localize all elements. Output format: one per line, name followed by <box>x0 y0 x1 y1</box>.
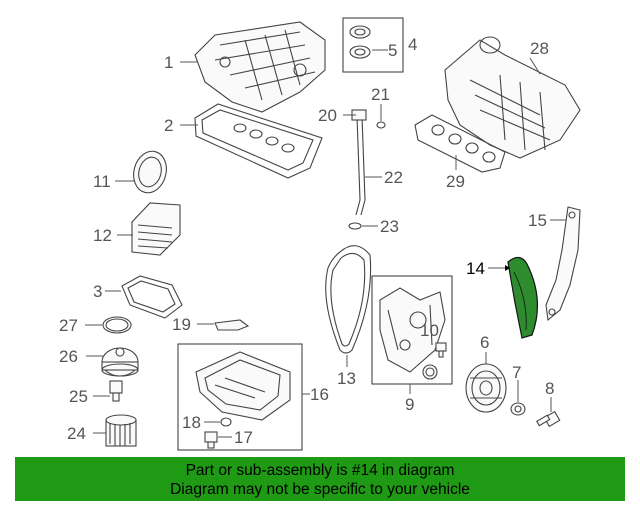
part-12-oil-cooler <box>131 202 181 256</box>
part-6-crank-pulley <box>465 363 507 413</box>
part-11-seal <box>133 150 167 194</box>
label-18: 18 <box>182 413 201 432</box>
part-17-drain-plug <box>204 431 218 449</box>
label-1: 1 <box>164 53 173 72</box>
label-27: 27 <box>59 316 78 335</box>
part-25-pressure-switch <box>109 380 123 402</box>
label-24: 24 <box>67 424 86 443</box>
part-2-cover-gasket <box>194 103 323 179</box>
part-26-filter-housing <box>101 347 139 377</box>
label-29: 29 <box>446 172 465 191</box>
label-17: 17 <box>234 428 253 447</box>
label-15: 15 <box>528 211 547 230</box>
part-13-timing-chain <box>325 245 372 354</box>
part-14-chain-guide-highlighted <box>507 256 539 339</box>
label-4: 4 <box>408 35 417 54</box>
label-14: 14 <box>466 259 485 278</box>
part-27-o-ring <box>102 316 132 334</box>
part-3-gasket <box>121 275 183 319</box>
part-13-inner <box>330 252 366 347</box>
part-15-tensioner-arm <box>545 206 581 322</box>
part-10-seal <box>422 364 438 380</box>
label-13: 13 <box>337 369 356 388</box>
part-22-dipstick-tube <box>351 109 367 216</box>
part-28-intake-manifold <box>444 36 581 159</box>
leader-14-arrow <box>505 265 510 271</box>
label-21: 21 <box>371 85 390 104</box>
part-23-seal <box>348 222 362 230</box>
label-7: 7 <box>512 363 521 382</box>
part-7-inner <box>514 405 522 413</box>
label-23: 23 <box>380 217 399 236</box>
part-16-oil-pan <box>177 343 303 451</box>
label-19: 19 <box>172 315 191 334</box>
part-7-washer <box>510 402 526 416</box>
part-21-o-ring <box>376 121 386 129</box>
part-18-washer <box>220 417 232 427</box>
label-10: 10 <box>420 321 439 340</box>
label-20: 20 <box>318 106 337 125</box>
label-11: 11 <box>93 172 111 191</box>
part-29-manifold-gasket <box>414 114 506 173</box>
notice-banner: Part or sub-assembly is #14 in diagram D… <box>15 457 625 501</box>
label-25: 25 <box>69 387 88 406</box>
part-19-bracket <box>214 319 250 331</box>
label-28: 28 <box>530 39 549 58</box>
part-9-timing-cover <box>371 275 453 385</box>
part-27-inner <box>105 318 129 332</box>
part-4-5-seals <box>342 17 404 73</box>
label-16: 16 <box>310 385 329 404</box>
label-5: 5 <box>388 41 397 60</box>
part-10-seal-inner <box>425 367 435 377</box>
leader-28 <box>529 57 541 75</box>
notice-line-2: Diagram may not be specific to your vehi… <box>170 481 470 498</box>
part-1-valve-cover <box>194 21 326 113</box>
label-6: 6 <box>480 333 489 352</box>
part-24-oil-filter <box>105 414 137 447</box>
label-12: 12 <box>93 226 112 245</box>
label-8: 8 <box>545 379 554 398</box>
label-2: 2 <box>164 116 173 135</box>
label-3: 3 <box>93 282 102 301</box>
label-22: 22 <box>384 168 403 187</box>
notice-line-1: Part or sub-assembly is #14 in diagram <box>185 462 455 479</box>
part-8-bolt <box>536 410 561 428</box>
label-26: 26 <box>59 347 78 366</box>
label-9: 9 <box>405 395 414 414</box>
part-10-bolt <box>435 342 447 358</box>
